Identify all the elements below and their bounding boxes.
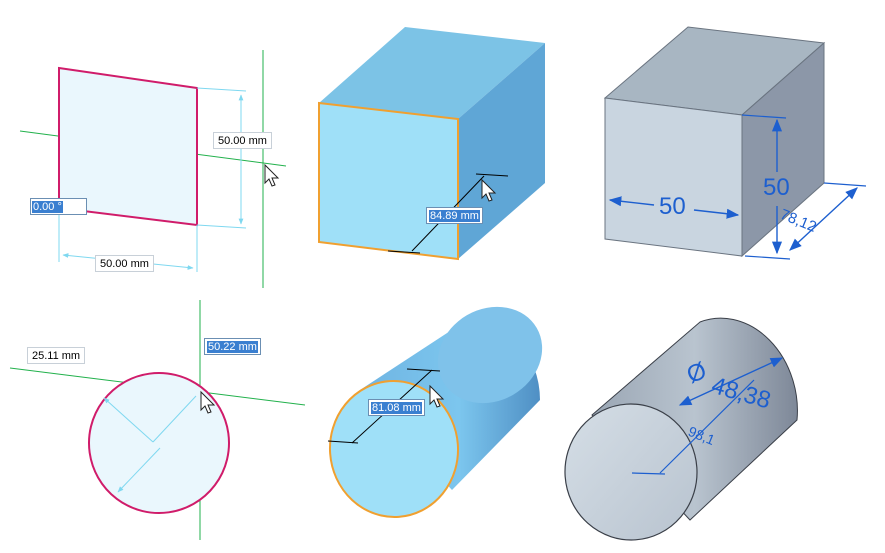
solid-front-face[interactable]: [604, 97, 743, 257]
dimension-angle-input[interactable]: 0.00 °: [30, 198, 87, 215]
pmi-extension-line: [631, 472, 666, 475]
pmi-extension-line: [823, 182, 867, 187]
sketch-rectangle-view: [19, 50, 287, 288]
cylinder-extrude-view: [325, 306, 543, 522]
dimension-extension-line: [475, 173, 509, 177]
dimension-width-value[interactable]: 50.00 mm: [95, 255, 154, 272]
pmi-dimension-line-width: [608, 196, 655, 207]
block-side-face[interactable]: [458, 43, 545, 259]
pmi-dimension-line-length: [659, 379, 755, 474]
dimension-extension-line: [406, 368, 441, 372]
mouse-cursor-icon: [264, 163, 280, 187]
extent-dimension-selected-text: 84.89 mm: [429, 210, 480, 222]
pmi-height-label: 50: [763, 174, 790, 201]
pmi-dimension-line-depth: [789, 187, 858, 251]
mouse-cursor-icon: [429, 384, 445, 408]
sketch-circle-view: [9, 300, 306, 540]
cylinder-solid-view: [560, 317, 798, 545]
dimension-offset-value[interactable]: 25.11 mm: [27, 347, 86, 364]
radius-dimension-line: [152, 395, 197, 443]
pmi-extension-line: [741, 114, 787, 119]
dimension-extension-line: [387, 250, 421, 254]
pmi-extension-line: [744, 255, 791, 260]
pmi-width-label: 50: [659, 193, 686, 220]
cylinder-extent-selected-text: 81.08 mm: [371, 402, 422, 414]
dimension-diameter-input[interactable]: 50.22 mm: [204, 338, 261, 355]
sketch-circle-profile[interactable]: [80, 364, 238, 522]
block-solid-view: [603, 26, 867, 260]
mouse-cursor-icon: [200, 390, 216, 414]
extent-dimension-input[interactable]: 84.89 mm: [426, 207, 483, 224]
solid-cylinder-front-face[interactable]: [560, 400, 701, 545]
pmi-dimension-line-diameter: [678, 357, 784, 406]
mouse-cursor-icon: [481, 178, 497, 202]
cylinder-extent-input[interactable]: 81.08 mm: [368, 399, 425, 416]
block-extrude-view: [318, 27, 545, 261]
dimension-extension-line: [196, 224, 247, 229]
dimension-extension-line: [196, 87, 247, 92]
block-front-face[interactable]: [318, 101, 459, 261]
radius-dimension-line: [117, 447, 161, 493]
dimension-diameter-selected-text: 50.22 mm: [207, 341, 258, 353]
dimension-angle-selected-text: 0.00 °: [32, 201, 63, 213]
pmi-dimension-line-width: [693, 208, 740, 219]
dimension-height-value[interactable]: 50.00 mm: [213, 132, 272, 149]
cylinder-back-cap: [437, 306, 543, 404]
radius-dimension-line: [103, 397, 154, 443]
block-top-face[interactable]: [319, 27, 545, 119]
cylinder-front-face[interactable]: [325, 377, 462, 522]
